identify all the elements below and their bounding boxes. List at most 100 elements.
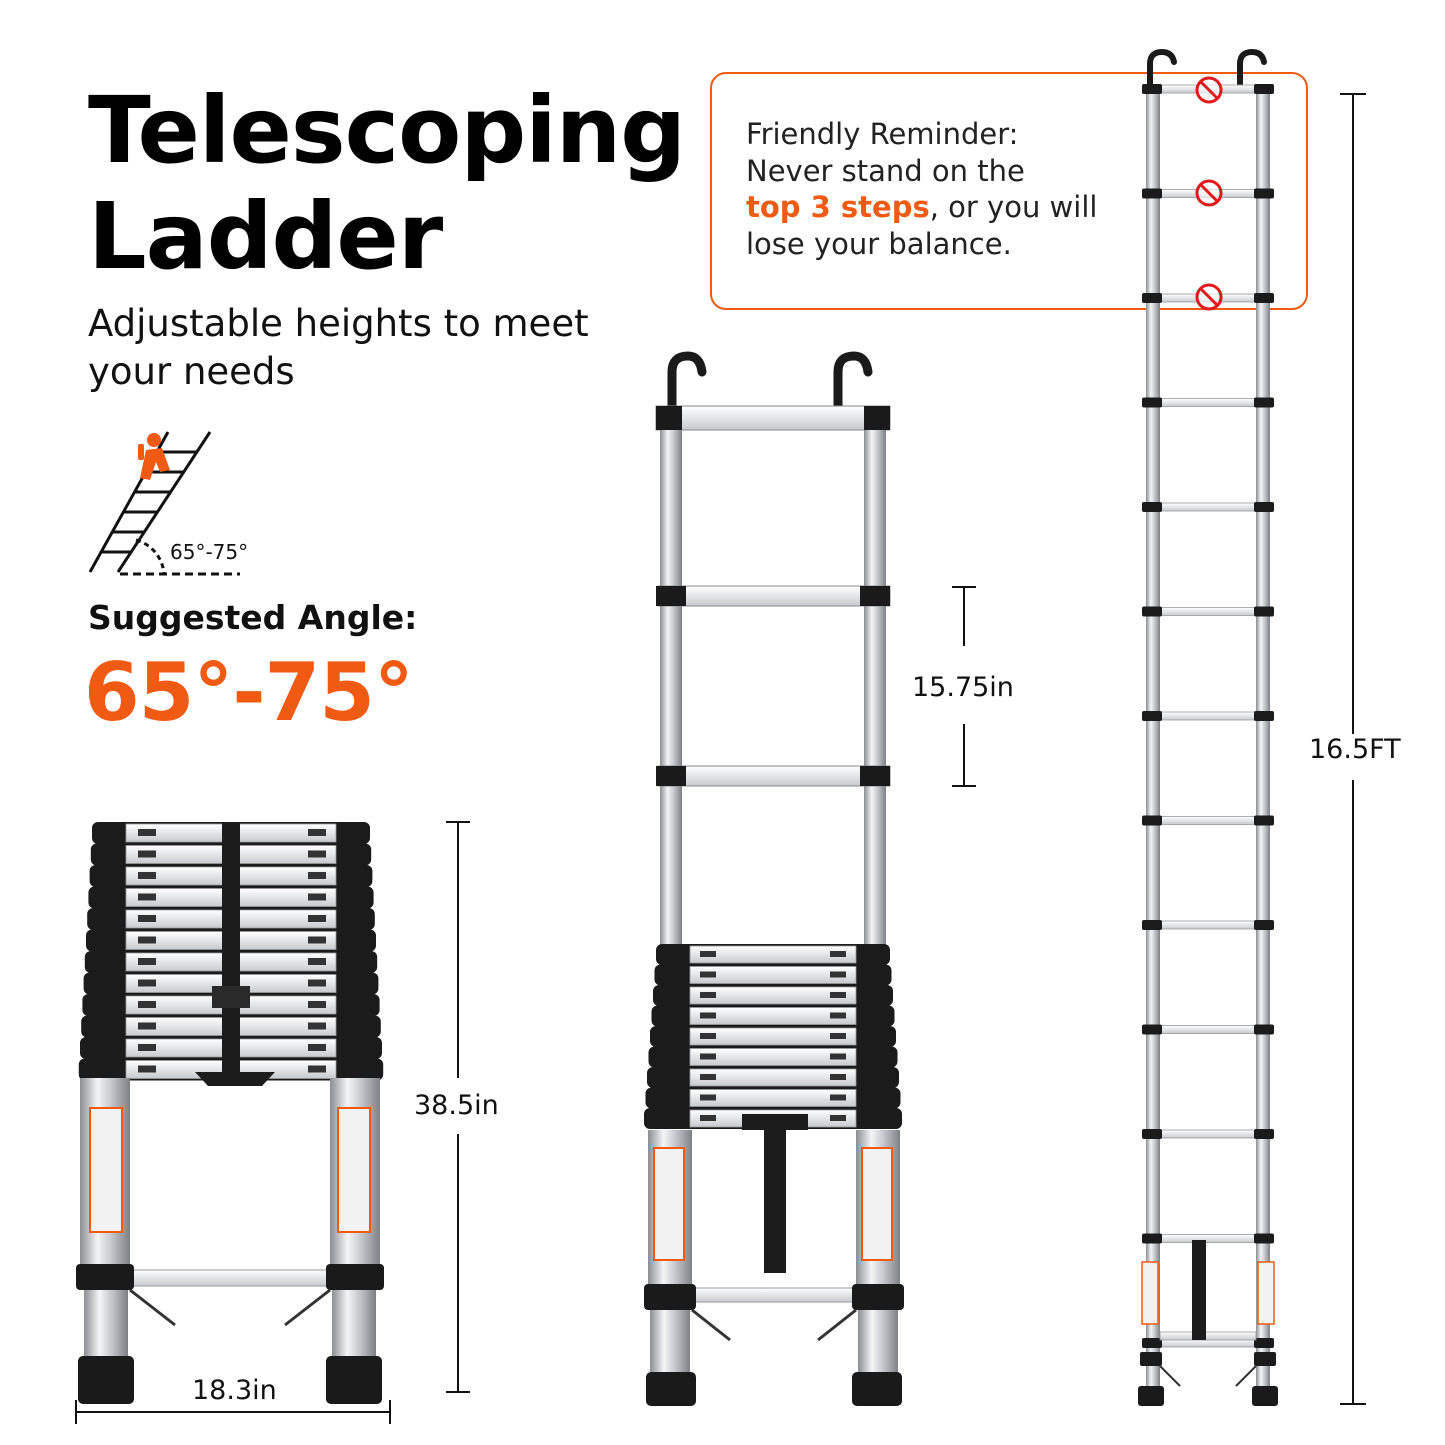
headline: Telescoping Ladder (88, 77, 686, 290)
mid-rung-slot (830, 1094, 846, 1101)
full-rung-cap (1142, 1338, 1162, 1348)
subtitle: Adjustable heights to meet your needs (88, 302, 589, 393)
partial-ladder (644, 351, 904, 1406)
folded-rung-cap (81, 1015, 381, 1038)
mid-rung-cap (648, 1046, 898, 1068)
reminder-line-3: top 3 steps, or you will (746, 189, 1106, 226)
full-rung-cap (1254, 397, 1274, 408)
folded-rung-slot (138, 1022, 156, 1030)
mid-rung-cap (654, 964, 892, 986)
full-rung-cap (1142, 815, 1162, 826)
suggested-angle-label: Suggested Angle: (88, 598, 418, 637)
full-rung-cap (1142, 1024, 1162, 1035)
folded-rung-slot (138, 936, 156, 944)
mid-rung-slot (700, 1033, 716, 1039)
folded-rung-slot (308, 979, 326, 987)
mid-rung-slot (700, 971, 716, 978)
folded-rung-slot (138, 872, 156, 879)
folded-rung (125, 823, 337, 843)
mid-rung-slot (700, 951, 716, 957)
folded-rung (125, 1017, 337, 1036)
folded-rung-slot (138, 958, 156, 965)
full-rung-cap (1254, 1233, 1274, 1244)
folded-rung-slot (308, 872, 326, 879)
full-rung (1159, 1331, 1257, 1341)
mid-rung-cap (653, 985, 893, 1006)
folded-rung (125, 1038, 337, 1058)
folded-rung-slot (308, 1044, 326, 1051)
mid-rung (689, 1068, 857, 1087)
folded-rung (125, 974, 337, 993)
full-rung (1159, 502, 1257, 512)
folded-rung-slot (308, 958, 326, 965)
folded-rung-slot (308, 1001, 326, 1008)
reminder-highlight: top 3 steps (746, 190, 930, 224)
full-rung (1159, 607, 1257, 616)
folded-rung-slot (308, 915, 326, 922)
folded-rung-cap (78, 1058, 384, 1081)
folded-rung (125, 931, 337, 950)
folded-ladder (76, 822, 384, 1404)
reminder-line-1: Friendly Reminder: (746, 117, 1019, 151)
full-rung (1159, 398, 1257, 407)
headline-line-1: Telescoping (88, 77, 686, 184)
full-rung (1159, 1129, 1257, 1139)
mid-rung (689, 1048, 857, 1066)
full-rung-cap (1254, 1129, 1274, 1139)
mid-rung-slot (700, 1012, 716, 1019)
folded-rung (125, 995, 337, 1015)
full-rung-cap (1254, 1024, 1274, 1035)
folded-rung-cap (88, 886, 374, 909)
mid-rung (689, 1007, 857, 1025)
folded-rung (125, 888, 337, 907)
full-rung-cap (1254, 711, 1274, 721)
reminder-box (710, 72, 1308, 310)
full-rung-cap (1142, 920, 1162, 930)
mid-rung-cap (656, 944, 890, 965)
full-rung-cap (1142, 1129, 1162, 1139)
folded-rung (125, 845, 337, 864)
folded-rung (125, 866, 337, 886)
mid-rung-slot (830, 1115, 846, 1121)
folded-rung-cap (87, 908, 375, 930)
mid-rung-slot (830, 1012, 846, 1019)
folded-rung (125, 952, 337, 972)
full-rung-cap (1142, 606, 1162, 617)
mid-rung (689, 986, 857, 1005)
full-rung (1159, 816, 1257, 825)
folded-rung-slot (308, 850, 326, 858)
reminder-line-2: Never stand on the (746, 153, 1025, 188)
folded-rung-slot (138, 893, 156, 901)
mid-rung (689, 1089, 857, 1107)
folded-rung-cap (82, 994, 380, 1016)
full-rung-cap (1254, 920, 1274, 930)
full-rung-cap (1254, 606, 1274, 617)
mid-rung-slot (830, 992, 846, 998)
folded-rung-cap (80, 1037, 382, 1059)
full-rung-cap (1142, 711, 1162, 721)
icon-angle-label: 65°-75° (170, 540, 249, 564)
mid-rung-slot (830, 1033, 846, 1039)
headline-line-2: Ladder (88, 183, 443, 290)
mid-rung-slot (700, 992, 716, 998)
full-rung (1159, 711, 1257, 721)
mid-rung-slot (700, 1094, 716, 1101)
reminder-text: Friendly Reminder: Never stand on the to… (746, 116, 1106, 262)
full-rung (1159, 1234, 1257, 1243)
mid-rung-slot (700, 1074, 716, 1080)
full-rung (1159, 920, 1257, 930)
folded-rung (125, 909, 337, 929)
folded-width-label: 18.3in (192, 1375, 277, 1406)
folded-rung-slot (138, 850, 156, 858)
reminder-line-4: lose your balance. (746, 226, 1012, 261)
folded-rung-cap (84, 951, 378, 973)
full-rung-cap (1254, 502, 1274, 512)
reminder-line-3-rest: , or you will (929, 190, 1098, 224)
mid-rung-slot (700, 1053, 716, 1060)
mid-rung (689, 1027, 857, 1046)
mid-rung-cap (644, 1108, 902, 1129)
full-height-label: 16.5FT (1309, 734, 1401, 765)
folded-rung-slot (138, 1001, 156, 1008)
folded-rung-cap (92, 822, 370, 844)
folded-rung-slot (138, 829, 156, 836)
